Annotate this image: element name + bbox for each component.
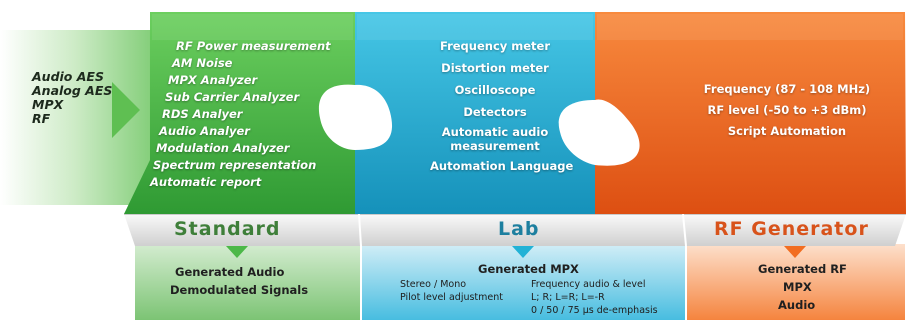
- rf-item: RF level (-50 to +3 dBm): [707, 103, 867, 117]
- standard-piece: [124, 12, 355, 214]
- standard-item: RF Power measurement: [176, 39, 331, 53]
- standard-item: Modulation Analyzer: [156, 141, 290, 155]
- lab-item: Distortion meter: [441, 61, 549, 75]
- standard-output: Demodulated Signals: [170, 283, 309, 297]
- lab-output-right: Frequency audio & level: [531, 279, 646, 290]
- lab-item: Frequency meter: [439, 39, 551, 53]
- lab-label: Lab: [498, 218, 540, 240]
- rf-output: Audio: [778, 298, 816, 312]
- standard-item: MPX Analyzer: [168, 73, 258, 87]
- standard-item: Audio Analyer: [159, 124, 250, 138]
- standard-item: AM Noise: [172, 56, 233, 70]
- standard-item: RDS Analyer: [162, 107, 243, 121]
- input-rf: RF: [32, 111, 51, 126]
- rf-output: MPX: [783, 280, 812, 294]
- lab-piece: [355, 12, 595, 214]
- rf-item: Frequency (87 - 108 MHz): [703, 82, 871, 96]
- lab-output-left: Stereo / Mono: [400, 279, 467, 290]
- rf-generator-label: RF Generator: [714, 218, 869, 240]
- standard-down-arrow: [226, 246, 248, 258]
- lab-down-arrow: [512, 246, 534, 258]
- rf-item: Script Automation: [727, 124, 847, 138]
- lab-output-title: Generated MPX: [478, 262, 579, 276]
- input-arrow-band: [0, 30, 150, 205]
- rf-output: Generated RF: [758, 262, 847, 276]
- input-analog-aes: Analog AES: [32, 83, 113, 98]
- lab-output-right: 0 / 50 / 75 µs de-emphasis: [531, 305, 658, 316]
- label-band: [124, 214, 906, 246]
- standard-label: Standard: [174, 218, 281, 240]
- lab-item: Oscilloscope: [454, 83, 536, 97]
- standard-output: Generated Audio: [175, 265, 285, 279]
- lab-item: measurement: [450, 139, 540, 153]
- lab-item: Automation Language: [430, 159, 574, 173]
- standard-output-panel: [135, 244, 360, 320]
- rf-down-arrow: [784, 246, 806, 258]
- standard-item: Spectrum representation: [153, 158, 317, 172]
- rf-output-panel: [687, 244, 905, 320]
- lab-item: Automatic audio: [441, 125, 549, 139]
- lab-item: Detectors: [463, 105, 527, 119]
- standard-item: Automatic report: [150, 175, 262, 189]
- input-mpx: MPX: [32, 97, 64, 112]
- lab-output-right: L; R; L=R; L=-R: [531, 292, 605, 303]
- lab-output-left: Pilot level adjustment: [400, 292, 503, 303]
- input-arrow-head: [112, 82, 140, 138]
- standard-item: Sub Carrier Analyzer: [165, 90, 300, 104]
- input-audio-aes: Audio AES: [32, 69, 104, 84]
- input-signals-list: Audio AES Analog AES MPX RF: [32, 70, 112, 126]
- lab-output-panel: [362, 244, 685, 320]
- rf-generator-piece: [595, 12, 906, 214]
